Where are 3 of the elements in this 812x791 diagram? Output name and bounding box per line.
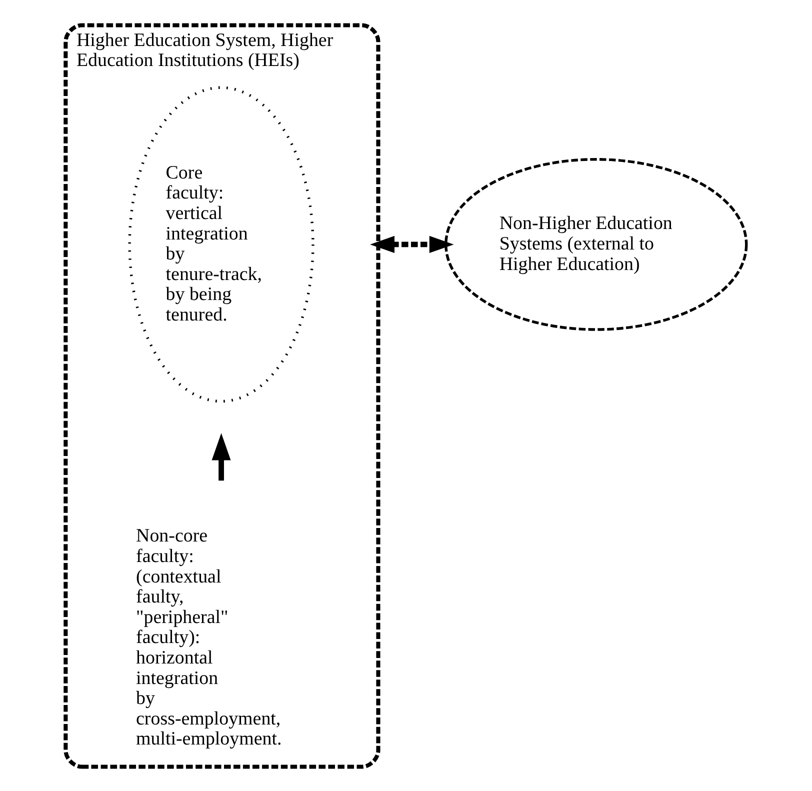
node-ellipse: Core faculty: vertical integration by tenure-track, by being tenured. xyxy=(128,86,314,402)
arrow xyxy=(370,235,454,252)
node-ellipse: Non-Higher Education Systems (external to Higher Education) xyxy=(444,158,748,330)
